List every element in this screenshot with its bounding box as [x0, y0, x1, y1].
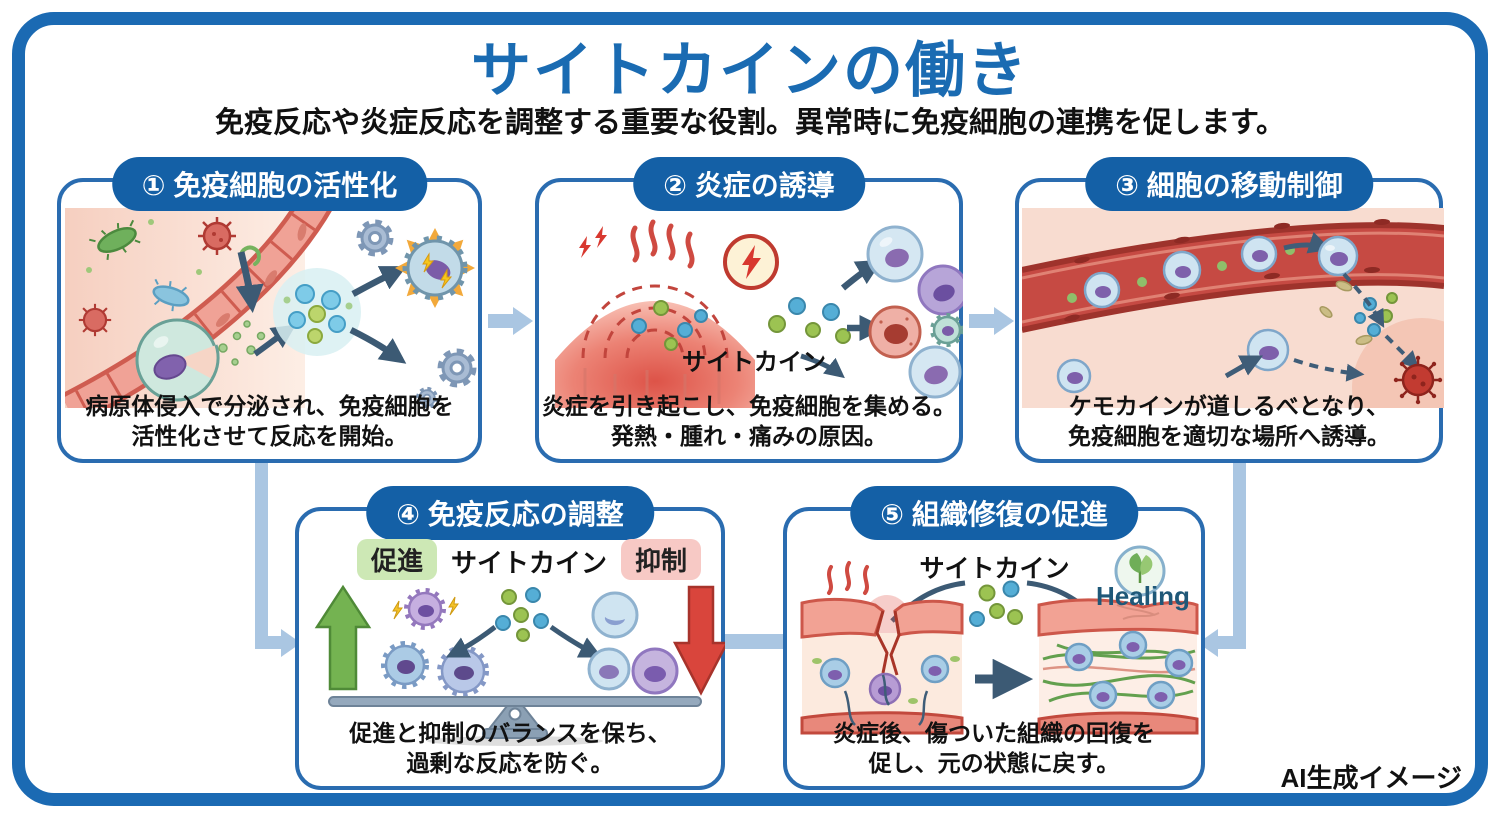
migration-dashed-arrow-2 — [1384, 334, 1420, 370]
panel4-cytokine-label: サイトカイン — [450, 548, 607, 578]
page-title: サイトカインの働き — [471, 37, 1029, 104]
healing-leaf-icon — [1114, 545, 1166, 597]
migration-dashed-arrow-1 — [1342, 272, 1385, 328]
panel4-caption: 促進と抑制のバランスを保ち、過剰な反応を防ぐ。 — [349, 720, 671, 776]
heat-waves-icon — [630, 219, 695, 269]
gear-icon — [415, 386, 439, 408]
panel3-caption: ケモカインが道しるべとなり、免疫細胞を適切な場所へ誘導。 — [1068, 393, 1390, 449]
bacteria-icon — [89, 219, 190, 312]
pain-flash-icon — [579, 226, 607, 258]
gear-icon — [356, 219, 394, 257]
panel2-header: ② 炎症の誘導 — [633, 157, 865, 211]
panel-tissue-repair: ⑤ 組織修復の促進 サイトカイン Healing — [783, 486, 1205, 790]
cytokine-dots — [969, 580, 1023, 627]
ai-generated-credit: AI生成イメージ — [1280, 763, 1462, 793]
chemokine-trail-dots — [1319, 280, 1398, 346]
panel1-header: ① 免疫細胞の活性化 — [111, 157, 428, 211]
suture-threads — [843, 674, 929, 726]
inflamed-tissue-icon — [555, 284, 755, 408]
healed-tissue-icon — [1037, 598, 1199, 735]
panel4-illustration — [314, 584, 725, 746]
panel-inflammation: ② 炎症の誘導 — [535, 157, 963, 463]
tissue-cells — [1064, 630, 1194, 710]
migration-dashed-arrow-3 — [1293, 358, 1365, 382]
flow-elbow-3-5-vertical — [1233, 460, 1246, 649]
resting-cells-icon — [587, 591, 679, 695]
pathogen-target-icon — [1393, 355, 1443, 405]
entry-arrow — [235, 251, 264, 313]
panel-immune-regulation: ④ 免疫反応の調整 促進 サイトカイン 抑制 — [295, 486, 725, 790]
flow-arrow-2-3-head — [994, 307, 1014, 335]
macrophage-icon — [135, 318, 220, 402]
secreted-dots — [218, 320, 266, 366]
migrating-cell-icon — [1246, 328, 1290, 372]
panel4-header: ④ 免疫反応の調整 — [366, 486, 654, 540]
gear-icon — [437, 348, 477, 388]
flow-arrow-1-2-head — [513, 307, 533, 335]
panel5-caption: 炎症後、傷ついた組織の回復を促し、元の状態に戻す。 — [833, 720, 1155, 776]
panel-immune-activation: ① 免疫細胞の活性化 — [57, 157, 482, 463]
flow-bar-4-5 — [723, 634, 785, 649]
cytokine-dots — [495, 587, 549, 642]
cytokine-label-arrow — [800, 353, 845, 379]
vessel-wall-icon — [65, 208, 334, 408]
exiting-cell-icon — [1317, 235, 1359, 277]
panel-cell-migration: ③ 細胞の移動制御 — [1015, 157, 1444, 463]
flow-elbow-3-5-horizontal — [1218, 636, 1246, 649]
promote-arrow — [445, 625, 497, 658]
page-subtitle: 免疫反応や炎症反応を調整する重要な役割。異常時に免疫細胞の連携を促します。 — [214, 107, 1286, 139]
panel1-caption: 病原体侵入で分泌され、免疫細胞を活性化させて反応を開始。 — [85, 393, 454, 449]
activated-cell-icon — [395, 228, 475, 308]
panel2-cytokine-label: サイトカイン — [682, 349, 826, 376]
leukocytes-in-vessel — [1067, 235, 1295, 309]
down-arrow-icon — [672, 585, 725, 696]
outer-frame — [12, 12, 1488, 806]
lightning-badge-icon — [723, 234, 779, 290]
healing-label: Healing — [1096, 581, 1190, 611]
panel5-header: ⑤ 組織修復の促進 — [850, 486, 1138, 540]
background-cell-icon — [1056, 358, 1092, 394]
panel2-caption: 炎症を引き起こし、免疫細胞を集める。発熱・腫れ・痛みの原因。 — [542, 393, 956, 449]
flow-elbow-1-4-vertical — [255, 460, 268, 649]
panel3-illustration — [1022, 208, 1444, 408]
suppress-arrow — [549, 624, 603, 658]
flow-elbow-1-4-horizontal — [255, 636, 283, 649]
panel1-illustration — [65, 208, 477, 408]
promote-badge: 促進 — [357, 539, 438, 580]
panel2-illustration — [555, 219, 963, 408]
debris-dots — [812, 656, 960, 704]
cytokine-dots — [273, 268, 361, 356]
panel3-header: ③ 細胞の移動制御 — [1085, 157, 1373, 211]
immune-cells-icon — [866, 225, 963, 399]
panel5-cytokine-label: サイトカイン — [919, 555, 1070, 583]
up-arrow-icon — [314, 584, 372, 691]
wounded-tissue-icon — [800, 561, 964, 735]
flow-arrow-2-3 — [969, 314, 995, 328]
guide-arrow — [1224, 355, 1264, 379]
virus-icon — [78, 217, 261, 337]
cytokine-dots — [631, 297, 851, 351]
panel5-illustration — [800, 545, 1199, 735]
activation-arrow-down — [349, 327, 407, 364]
activation-arrow-up — [351, 266, 407, 297]
suppress-badge: 抑制 — [621, 539, 702, 580]
balance-scale-icon — [328, 696, 702, 746]
flow-arrow-1-2 — [488, 314, 514, 328]
